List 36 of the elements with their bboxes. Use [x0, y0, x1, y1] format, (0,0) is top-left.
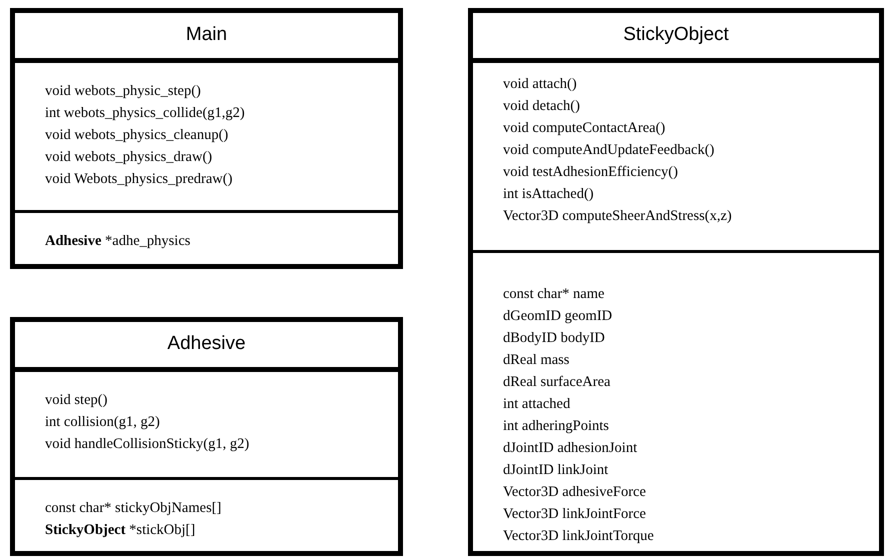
member-line: void computeAndUpdateFeedback(): [503, 141, 716, 160]
member-line: dReal surfaceArea: [503, 373, 612, 392]
member-line: Adhesive *adhe_physics: [45, 232, 192, 251]
member-line: void handleCollisionSticky(g1, g2): [45, 435, 250, 454]
member-line: int collision(g1, g2): [45, 413, 161, 432]
class-box: [468, 8, 884, 556]
member-line: dGeomID geomID: [503, 307, 614, 326]
member-line: Vector3D linkJointForce: [503, 505, 647, 524]
class-box: [10, 317, 403, 556]
member-line: void Webots_physics_predraw(): [45, 170, 234, 189]
class-box: [10, 8, 403, 269]
class-name: Main: [186, 23, 228, 48]
member-line: void webots_physic_step(): [45, 82, 202, 101]
member-line: int attached: [503, 395, 572, 414]
member-line: int isAttached(): [503, 185, 595, 204]
member-line: int adheringPoints: [503, 417, 610, 436]
member-line: dBodyID bodyID: [503, 329, 606, 348]
member-line: dJointID adhesionJoint: [503, 439, 638, 458]
member-line: void webots_physics_draw(): [45, 148, 214, 167]
class-name: StickyObject: [623, 23, 729, 48]
member-line: void detach(): [503, 97, 581, 116]
member-line: void testAdhesionEfficiency(): [503, 163, 679, 182]
member-line: int webots_physics_collide(g1,g2): [45, 104, 246, 123]
member-line: StickyObject *stickObj[]: [45, 521, 196, 540]
member-line: Vector3D computeSheerAndStress(x,z): [503, 207, 733, 226]
member-line: dJointID linkJoint: [503, 461, 610, 480]
member-line: void attach(): [503, 75, 578, 94]
member-line: void webots_physics_cleanup(): [45, 126, 230, 145]
member-line: Vector3D adhesiveForce: [503, 483, 647, 502]
member-line: void computeContactArea(): [503, 119, 666, 138]
member-line: dReal mass: [503, 351, 570, 370]
class-name: Adhesive: [167, 332, 246, 356]
member-line: void step(): [45, 391, 108, 410]
member-line: const char* stickyObjNames[]: [45, 499, 222, 518]
member-line: Vector3D linkJointTorque: [503, 527, 655, 546]
member-line: const char* name: [503, 285, 606, 304]
